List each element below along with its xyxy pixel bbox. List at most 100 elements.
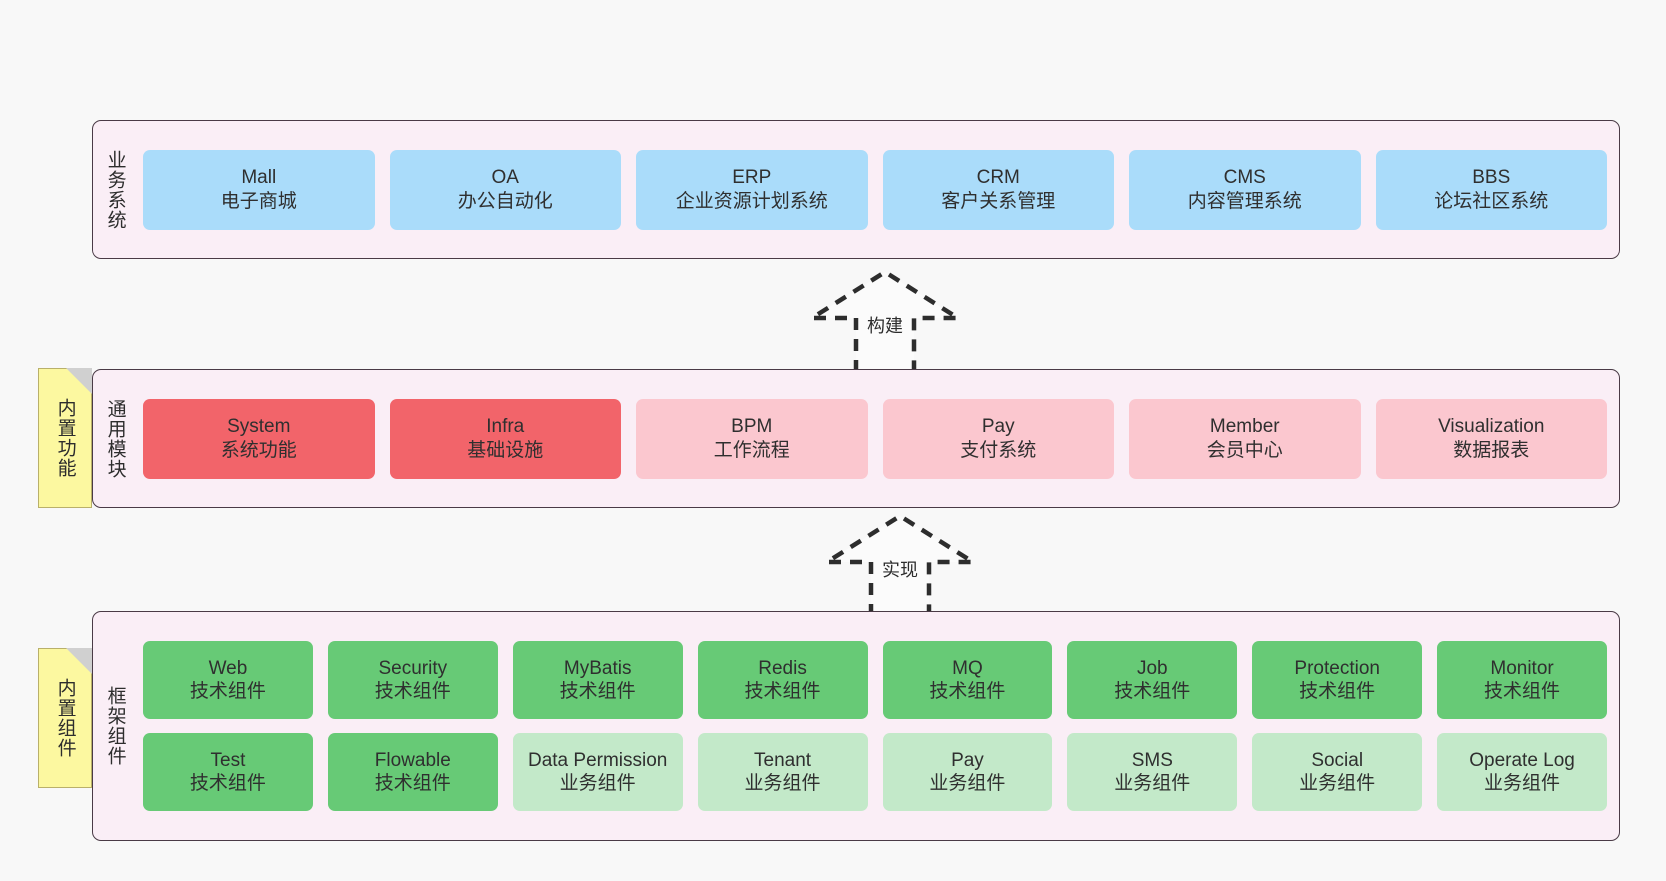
card-title: Visualization (1438, 416, 1545, 438)
card-title: Pay (951, 749, 984, 771)
card-subtitle: 业务组件 (929, 773, 1006, 794)
card-web[interactable]: Web 技术组件 (143, 641, 313, 719)
card-operate-log[interactable]: Operate Log 业务组件 (1437, 733, 1607, 811)
card-test[interactable]: Test 技术组件 (143, 733, 313, 811)
card-subtitle: 技术组件 (374, 681, 451, 702)
card-title: Social (1311, 749, 1364, 771)
card-title: MQ (952, 657, 983, 679)
card-subtitle: 技术组件 (189, 773, 266, 794)
sticky-note-label: 内置功能 (54, 398, 76, 478)
arrow-implement: 实现 (815, 512, 985, 617)
card-subtitle: 客户关系管理 (941, 190, 1056, 212)
sticky-note-label: 内置组件 (54, 678, 76, 758)
card-subtitle: 业务组件 (1114, 773, 1191, 794)
card-title: Infra (486, 416, 525, 438)
card-pay-business[interactable]: Pay 业务组件 (882, 733, 1053, 811)
card-title: Web (208, 657, 248, 679)
card-title: SMS (1131, 749, 1173, 771)
card-row: Web 技术组件 Security 技术组件 MyBatis 技术组件 Redi… (143, 641, 1607, 719)
card-subtitle: 会员中心 (1206, 439, 1283, 461)
card-infra[interactable]: Infra 基础设施 (389, 398, 621, 479)
card-subtitle: 业务组件 (1484, 773, 1561, 794)
card-bpm[interactable]: BPM 工作流程 (636, 398, 868, 479)
arrow-build: 构建 (800, 268, 970, 373)
card-subtitle: 论坛社区系统 (1434, 190, 1549, 212)
card-subtitle: 业务组件 (1299, 773, 1376, 794)
card-tenant[interactable]: Tenant 业务组件 (697, 733, 868, 811)
sticky-note-builtin-functions: 内置功能 (38, 368, 92, 508)
card-subtitle: 技术组件 (1114, 681, 1191, 702)
layer-title-frame: 框架组件 (104, 686, 126, 766)
card-subtitle: 技术组件 (189, 681, 266, 702)
layer-framework-components: 框架组件 Web 技术组件 Security 技术组件 MyBatis 技术组件… (92, 611, 1620, 841)
card-cms[interactable]: CMS 内容管理系统 (1129, 149, 1361, 230)
card-subtitle: 支付系统 (960, 439, 1037, 461)
layer-title-business: 业务系统 (104, 149, 126, 230)
card-crm[interactable]: CRM 客户关系管理 (882, 149, 1114, 230)
card-title: Test (210, 749, 246, 771)
card-mq[interactable]: MQ 技术组件 (882, 641, 1053, 719)
card-row: System 系统功能 Infra 基础设施 BPM 工作流程 Pay 支付系统… (143, 398, 1607, 479)
card-subtitle: 电子商城 (220, 190, 297, 212)
card-bbs[interactable]: BBS 论坛社区系统 (1375, 149, 1607, 230)
card-title: Operate Log (1469, 749, 1575, 771)
card-title: BPM (731, 416, 773, 438)
card-row: Mall 电子商城 OA 办公自动化 ERP 企业资源计划系统 CRM 客户关系… (143, 149, 1607, 230)
card-subtitle: 工作流程 (713, 439, 790, 461)
card-subtitle: 技术组件 (374, 773, 451, 794)
layer-title-modules: 通用模块 (104, 398, 126, 479)
card-subtitle: 技术组件 (929, 681, 1006, 702)
card-title: ERP (732, 167, 772, 189)
card-title: CRM (976, 167, 1020, 189)
card-title: OA (491, 167, 519, 189)
card-subtitle: 系统功能 (220, 439, 297, 461)
card-subtitle: 技术组件 (1299, 681, 1376, 702)
card-title: Tenant (754, 749, 812, 771)
card-title: CMS (1223, 167, 1266, 189)
card-subtitle: 基础设施 (467, 439, 544, 461)
card-title: Flowable (374, 749, 451, 771)
card-subtitle: 办公自动化 (457, 190, 553, 212)
card-title: Member (1209, 416, 1280, 438)
card-oa[interactable]: OA 办公自动化 (389, 149, 621, 230)
card-redis[interactable]: Redis 技术组件 (697, 641, 868, 719)
card-mybatis[interactable]: MyBatis 技术组件 (512, 641, 683, 719)
card-mall[interactable]: Mall 电子商城 (143, 149, 375, 230)
card-title: System (227, 416, 291, 438)
card-subtitle: 业务组件 (559, 773, 636, 794)
layer-business-systems: 业务系统 Mall 电子商城 OA 办公自动化 ERP 企业资源计划系统 CRM… (92, 120, 1620, 259)
card-job[interactable]: Job 技术组件 (1067, 641, 1238, 719)
card-subtitle: 业务组件 (744, 773, 821, 794)
card-system[interactable]: System 系统功能 (143, 398, 375, 479)
card-title: Mall (241, 167, 277, 189)
card-title: Monitor (1490, 657, 1554, 679)
card-title: Redis (758, 657, 807, 679)
card-title: Pay (981, 416, 1015, 438)
card-erp[interactable]: ERP 企业资源计划系统 (636, 149, 868, 230)
layer-body-modules: System 系统功能 Infra 基础设施 BPM 工作流程 Pay 支付系统… (137, 370, 1619, 507)
card-data-permission[interactable]: Data Permission 业务组件 (512, 733, 683, 811)
card-title: Security (378, 657, 448, 679)
card-title: BBS (1472, 167, 1511, 189)
card-pay[interactable]: Pay 支付系统 (882, 398, 1114, 479)
card-security[interactable]: Security 技术组件 (327, 641, 498, 719)
card-subtitle: 技术组件 (1484, 681, 1561, 702)
card-title: Job (1136, 657, 1168, 679)
card-subtitle: 企业资源计划系统 (675, 190, 828, 212)
card-row: Test 技术组件 Flowable 技术组件 Data Permission … (143, 733, 1607, 811)
card-subtitle: 内容管理系统 (1187, 190, 1302, 212)
card-monitor[interactable]: Monitor 技术组件 (1437, 641, 1607, 719)
card-sms[interactable]: SMS 业务组件 (1067, 733, 1238, 811)
card-visualization[interactable]: Visualization 数据报表 (1375, 398, 1607, 479)
card-member[interactable]: Member 会员中心 (1129, 398, 1361, 479)
card-subtitle: 技术组件 (744, 681, 821, 702)
card-protection[interactable]: Protection 技术组件 (1252, 641, 1423, 719)
layer-common-modules: 通用模块 System 系统功能 Infra 基础设施 BPM 工作流程 Pay… (92, 369, 1620, 508)
card-title: Data Permission (527, 749, 668, 771)
layer-body-business: Mall 电子商城 OA 办公自动化 ERP 企业资源计划系统 CRM 客户关系… (137, 121, 1619, 258)
card-subtitle: 数据报表 (1453, 439, 1530, 461)
card-social[interactable]: Social 业务组件 (1252, 733, 1423, 811)
sticky-note-builtin-components: 内置组件 (38, 648, 92, 788)
card-flowable[interactable]: Flowable 技术组件 (327, 733, 498, 811)
